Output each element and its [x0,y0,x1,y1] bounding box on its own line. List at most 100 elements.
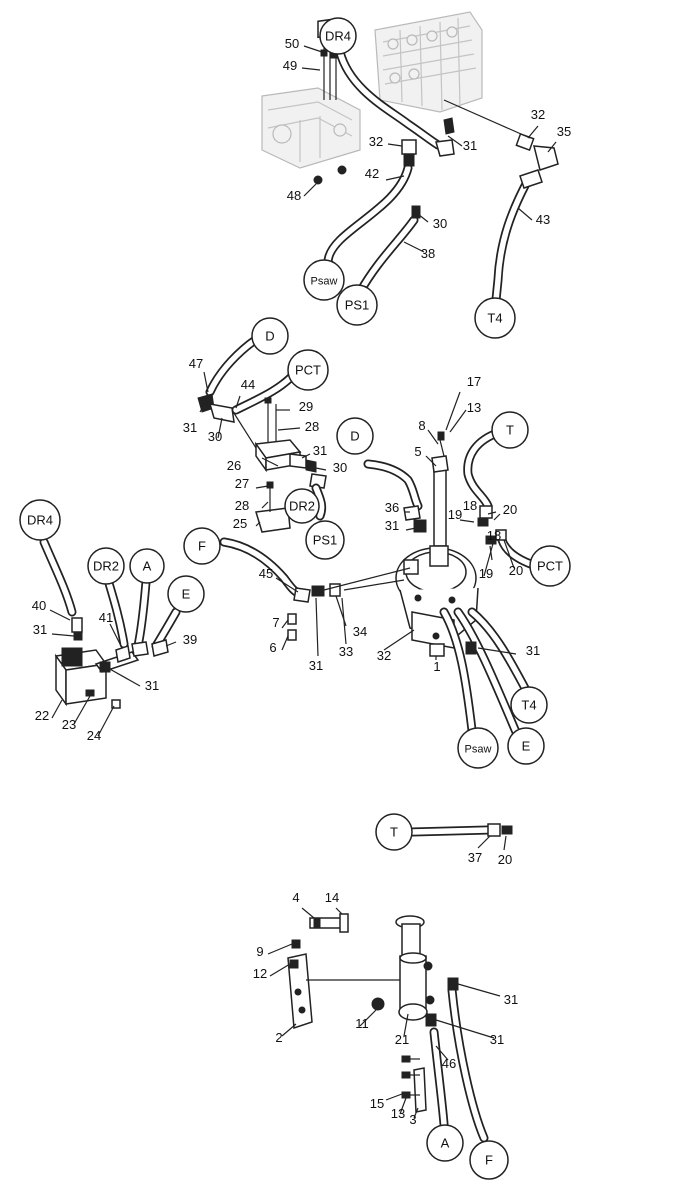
leader-valve-32 [443,99,531,139]
section-top-valve-assembly [261,11,559,305]
part-number-45: 45 [259,566,273,581]
callout-circle [303,259,345,301]
part-number-20: 20 [503,502,517,517]
callout-circle [336,284,378,326]
part-number-49: 49 [283,58,297,73]
fittings-top [313,117,559,219]
connection-callout-dr4: DR4 [19,499,61,541]
leaders-top [301,45,557,253]
part-number-5: 5 [414,444,421,459]
part-number-31: 31 [490,1032,504,1047]
part-number-9: 9 [256,944,263,959]
part-number-39: 39 [183,632,197,647]
valve-block-22 [54,617,169,709]
part-number-6: 6 [269,640,276,655]
part-number-11: 11 [355,1016,369,1031]
callout-label: DR4 [325,29,351,44]
part-number-19: 19 [448,507,462,522]
callout-circle [129,548,165,584]
part-number-22: 22 [35,708,49,723]
section-bottom-cylinder [267,907,501,1143]
part-number-19: 19 [479,566,493,581]
part-number-28: 28 [235,498,249,513]
callout-circle [529,545,571,587]
callout-circle [507,727,545,765]
part-number-43: 43 [536,212,550,227]
callout-circle [251,317,289,355]
part-number-36: 36 [385,500,399,515]
part-number-7: 7 [272,615,279,630]
callout-label: E [182,587,191,602]
connection-callout-dr2: DR2 [284,488,320,524]
part-number-31: 31 [504,992,518,1007]
hose-43 [491,175,533,305]
part-number-31: 31 [526,643,540,658]
callout-circle [87,547,125,585]
connection-callout-t4: T4 [474,297,516,339]
callout-label: D [350,429,359,444]
part-number-21: 21 [395,1032,409,1047]
part-number-20: 20 [498,852,512,867]
leaders-bottom [267,907,501,1119]
saw-valve-ghost [261,87,361,169]
section-t-hose [407,823,513,851]
callout-label: E [522,739,531,754]
connection-callout-t: T [375,813,413,851]
part-number-2: 2 [275,1030,282,1045]
callout-label: PCT [295,363,321,378]
part-number-32: 32 [531,107,545,122]
connection-callout-d: D [336,417,374,455]
part-number-41: 41 [99,610,113,625]
part-number-13: 13 [467,400,481,415]
part-number-18: 18 [463,498,477,513]
connection-callout-dr2: DR2 [87,547,125,585]
part-number-30: 30 [433,216,447,231]
connection-callout-a: A [426,1124,464,1162]
part-number-26: 26 [227,458,241,473]
part-number-31: 31 [463,138,477,153]
part-number-29: 29 [299,399,313,414]
callout-label: T4 [521,698,536,713]
connection-callout-e: E [507,727,545,765]
callout-circle [375,813,413,851]
part-number-28: 28 [305,419,319,434]
callout-label: DR4 [27,513,53,528]
callout-circle [474,297,516,339]
part-number-31: 31 [183,420,197,435]
part-number-24: 24 [87,728,101,743]
connection-callout-t: T [491,411,529,449]
callout-circle [19,499,61,541]
callout-label: PCT [537,559,563,574]
callout-label: DR2 [93,559,119,574]
part-number-15: 15 [370,1096,384,1111]
callout-circle [305,520,345,560]
part-number-40: 40 [32,598,46,613]
part-number-31: 31 [309,658,323,673]
part-number-46: 46 [442,1056,456,1071]
control-valve-ghost [374,11,483,113]
callout-circle [457,727,499,769]
callout-circle [287,349,329,391]
connection-callout-pct: PCT [529,545,571,587]
callout-circle [426,1124,464,1162]
callout-circle [284,488,320,524]
part-number-31: 31 [145,678,159,693]
callout-label: D [265,329,274,344]
callout-circle [336,417,374,455]
part-number-8: 8 [418,418,425,433]
part-number-18: 18 [487,528,501,543]
part-number-12: 12 [253,966,267,981]
connection-callout-f: F [469,1140,509,1180]
part-number-32: 32 [377,648,391,663]
connection-callout-psaw: Psaw [303,259,345,301]
connection-callout-dr4: DR4 [319,17,357,55]
part-number-17: 17 [467,374,481,389]
callout-label: F [485,1153,493,1168]
part-number-31: 31 [33,622,47,637]
connection-callout-e: E [167,575,205,613]
part-number-4: 4 [292,890,299,905]
callout-label: DR2 [289,499,315,514]
part-number-30: 30 [208,429,222,444]
